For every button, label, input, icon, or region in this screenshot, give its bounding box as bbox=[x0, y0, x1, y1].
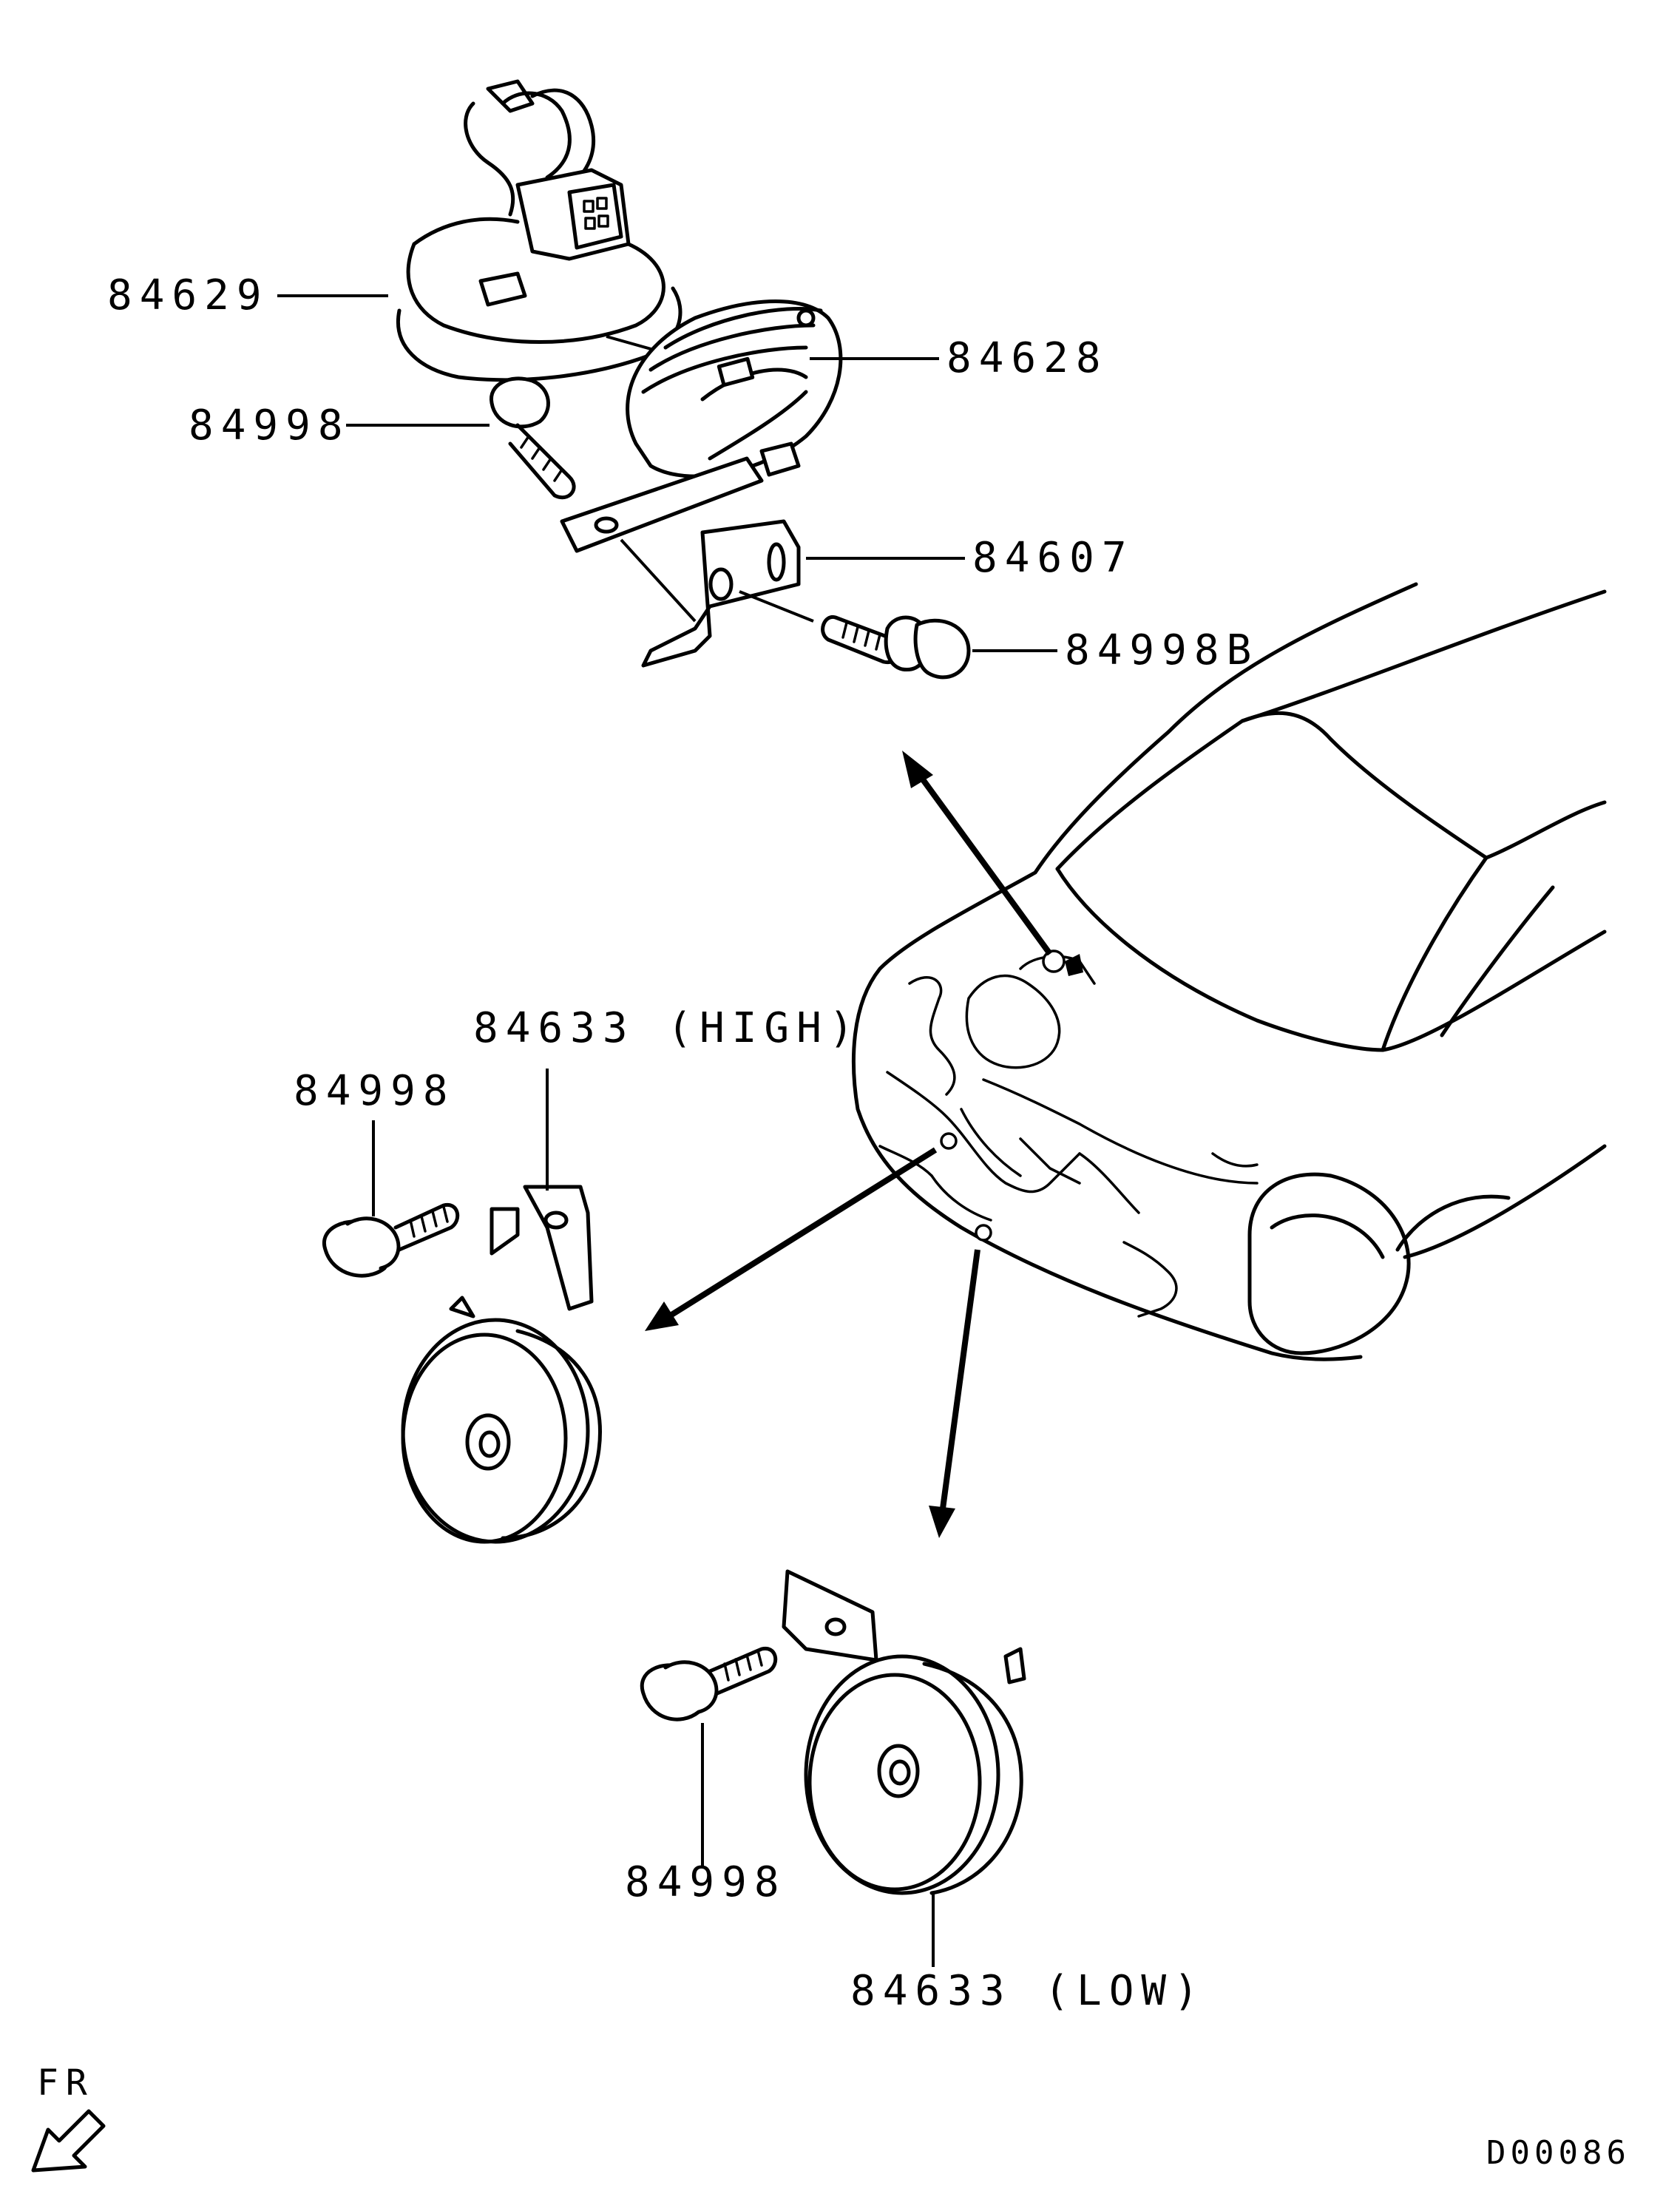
horn-84633-low bbox=[782, 1569, 1026, 1895]
car-outline bbox=[851, 582, 1607, 1361]
label-84633-low: 84633 (LOW) bbox=[850, 1967, 1206, 2015]
label-84998b: 84998B bbox=[1065, 626, 1259, 674]
label-84629: 84629 bbox=[107, 271, 269, 319]
label-84607: 84607 bbox=[972, 534, 1134, 582]
bolt-84998-left bbox=[322, 1202, 460, 1278]
label-84998-bottom: 84998 bbox=[625, 1858, 787, 1906]
bolt-84998b bbox=[821, 614, 971, 680]
label-84998-top: 84998 bbox=[189, 402, 350, 450]
location-arrows bbox=[645, 751, 1053, 1538]
label-84998-left: 84998 bbox=[294, 1067, 455, 1115]
diagram-code: D00086 bbox=[1486, 2134, 1630, 2172]
wire-harness-84629 bbox=[396, 79, 725, 382]
front-direction-label: FR bbox=[37, 2062, 95, 2104]
label-84628: 84628 bbox=[946, 334, 1108, 382]
bolt-84998-bottom bbox=[640, 1646, 778, 1721]
label-84633-high: 84633 (HIGH) bbox=[473, 1004, 861, 1052]
horn-84628 bbox=[626, 299, 843, 478]
bracket-84607 bbox=[560, 456, 814, 668]
horn-84633-high bbox=[401, 1185, 602, 1544]
leader-lines bbox=[277, 294, 1057, 1967]
bolt-84998-top bbox=[490, 376, 576, 500]
arrow-front-left-icon bbox=[31, 2109, 106, 2173]
